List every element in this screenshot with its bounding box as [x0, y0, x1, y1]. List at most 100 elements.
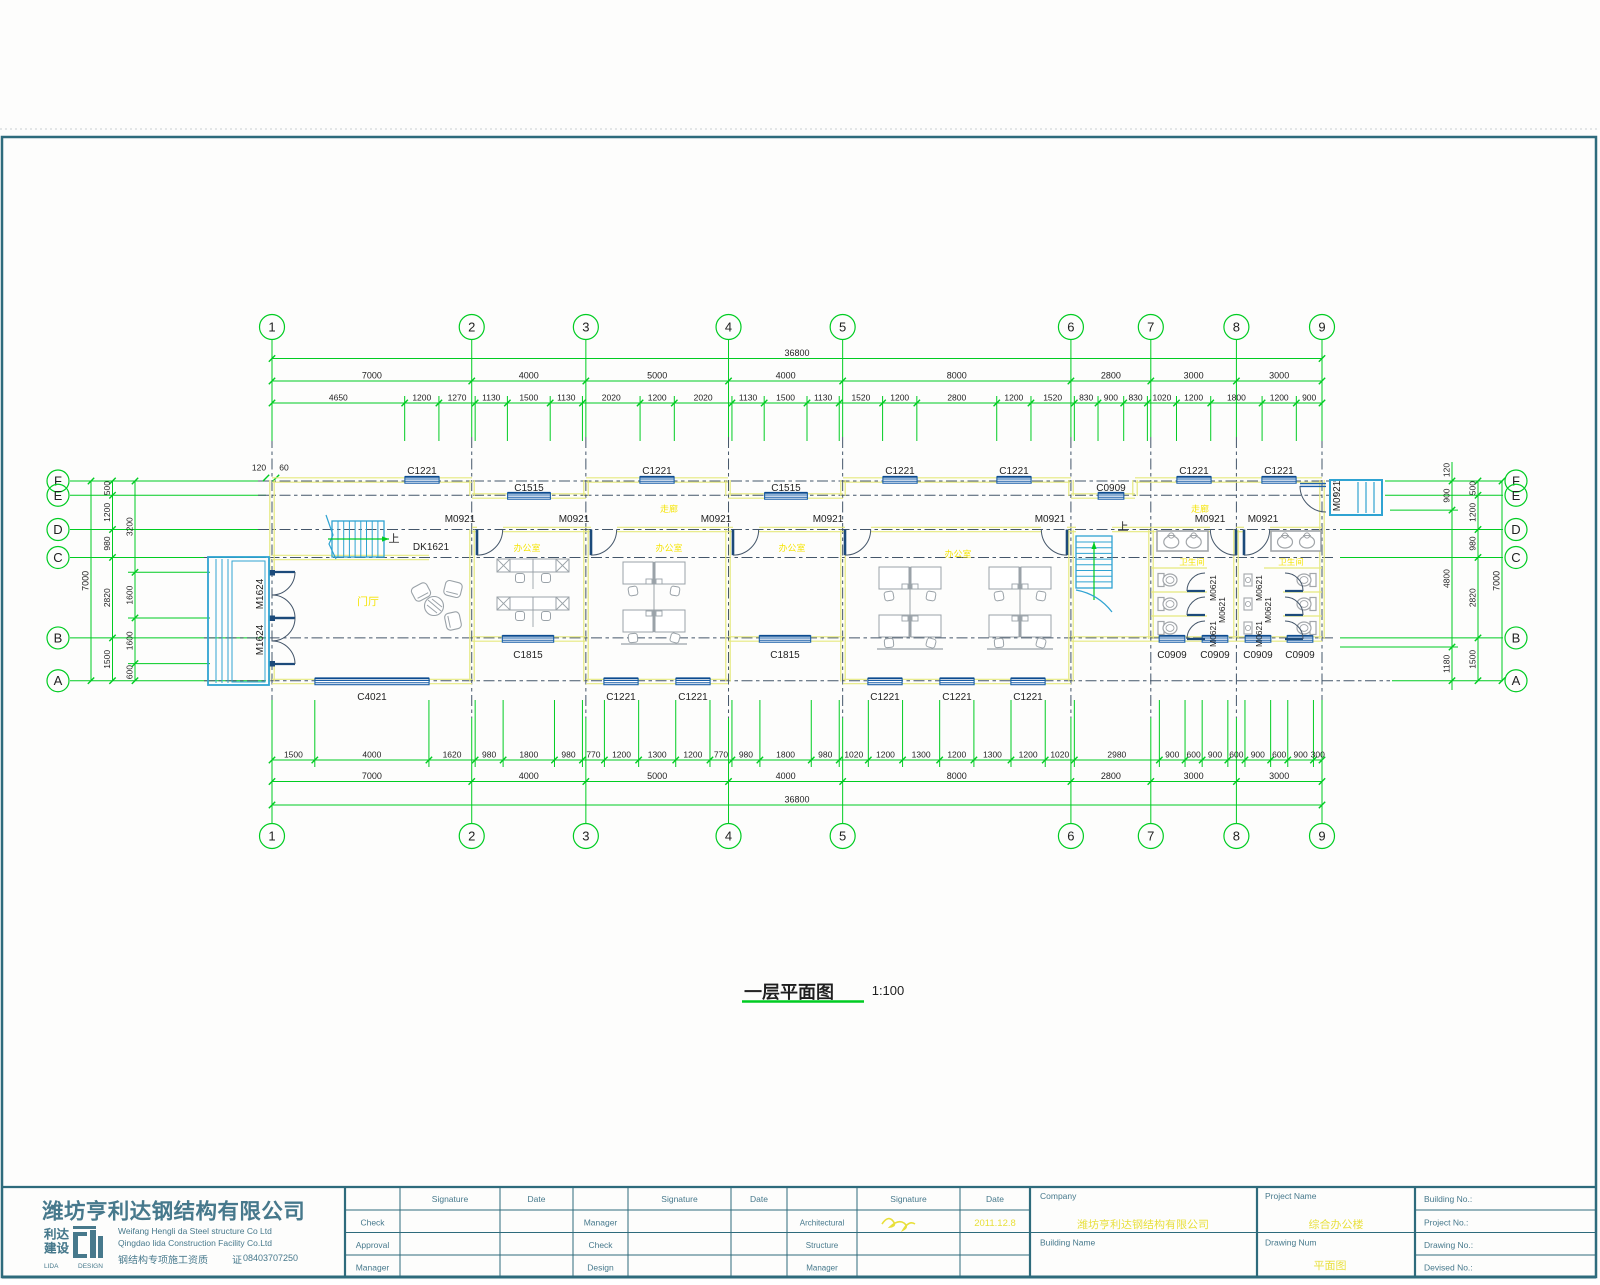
dim-tick: [1292, 399, 1301, 407]
cjk-glyph: [1187, 1219, 1198, 1230]
dim-tick: [1147, 777, 1155, 786]
dim-tick: [864, 756, 873, 764]
axis-bubble-bottom: [1308, 822, 1336, 850]
cjk-glyph: [1314, 1260, 1324, 1271]
urinal: [1243, 573, 1253, 587]
dim-tick: [578, 756, 587, 764]
chair: [925, 637, 937, 649]
dim-text: 1020: [844, 750, 863, 760]
urinal-drain: [1244, 624, 1252, 632]
dim-tick: [468, 377, 476, 385]
axis-bubble-left: [46, 626, 70, 650]
dim-text: 3000: [1269, 771, 1289, 781]
dim-tick: [724, 377, 733, 385]
axis-letter: A: [1512, 673, 1521, 688]
cjk-glyph: [198, 1254, 208, 1264]
drawing-title: 1:100: [742, 983, 905, 1003]
chair: [883, 637, 895, 649]
tb-header: Date: [528, 1194, 546, 1204]
desk: [509, 558, 534, 573]
cjk-glyph: [1121, 1219, 1132, 1230]
dim-text: 4800: [1442, 569, 1452, 588]
tb-header: Date: [750, 1194, 768, 1204]
tb-logo-cn: [43, 1241, 70, 1254]
chair: [515, 611, 525, 621]
dim-tick: [913, 399, 921, 407]
dim-tick: [131, 477, 139, 485]
dim-text: 1520: [851, 393, 870, 403]
chair: [669, 585, 681, 597]
desk: [1020, 566, 1052, 590]
dim-text: 5000: [647, 771, 667, 781]
axis-letter: F: [54, 474, 62, 489]
room-label: [1278, 557, 1304, 566]
dim-tick: [1318, 777, 1326, 786]
dim-text: 980: [561, 750, 575, 760]
dim-text: 1800: [1227, 393, 1246, 403]
dim-tick: [898, 756, 907, 764]
dim-text: 1200: [1019, 750, 1038, 760]
toilet-bowl: [1162, 597, 1178, 611]
cabinet-x: [496, 558, 511, 573]
cjk-glyph: [64, 1199, 85, 1221]
monitor: [1021, 615, 1029, 622]
door-label: M0921: [1248, 514, 1279, 525]
dim-tick: [1474, 553, 1482, 562]
cjk-glyph: [168, 1254, 178, 1264]
door-swing: [271, 640, 296, 665]
table-hatch: [431, 598, 443, 608]
room-label: [1179, 557, 1205, 566]
dim-tick: [503, 399, 512, 407]
cjk-glyph: [1077, 1219, 1088, 1230]
cjk-glyph: [56, 1241, 70, 1254]
cabinet-x: [496, 596, 511, 611]
dim-tick: [499, 756, 507, 764]
dim-tick: [706, 756, 714, 764]
room-label: [655, 543, 683, 552]
axis-number: 6: [1067, 320, 1074, 335]
drawing-title-text: [744, 983, 833, 1001]
dim-tick: [1284, 756, 1292, 764]
cjk-glyph: [232, 1255, 242, 1264]
door-label: M0921: [1332, 480, 1343, 511]
door-label: M0921: [559, 514, 590, 525]
armchair-front: [447, 615, 451, 628]
cjk-glyph: [1143, 1219, 1154, 1230]
stairs: [207, 479, 1383, 686]
cjk-glyph: [1197, 557, 1205, 566]
cjk-glyph: [1319, 1219, 1331, 1230]
cjk-glyph: [513, 543, 523, 552]
cjk-glyph: [1287, 557, 1295, 566]
tb-header: Signature: [890, 1194, 927, 1204]
dim-tick: [1198, 756, 1206, 764]
chair: [1035, 637, 1047, 649]
desk: [654, 561, 686, 585]
stall-door-swing: [1284, 620, 1304, 640]
axis-number: 5: [839, 829, 846, 844]
monitor: [1011, 583, 1019, 590]
dim-tick: [1007, 756, 1015, 764]
desk: [654, 609, 686, 633]
cjk-glyph: [86, 1199, 107, 1221]
dim-text: 600: [1272, 750, 1286, 760]
dim-tick: [1448, 477, 1456, 485]
cjk-glyph: [195, 1200, 217, 1221]
toilet-bowl: [1296, 573, 1312, 587]
cjk-glyph: [56, 1227, 70, 1240]
axis-bubble-left: [46, 483, 70, 507]
dim-text: 7000: [362, 771, 382, 781]
window-label: C1815: [770, 650, 800, 661]
dim-text: 7000: [362, 371, 382, 381]
dim-text: 900: [1302, 393, 1316, 403]
toilet-bowl-inner: [1299, 624, 1309, 632]
cjk-glyph: [660, 504, 669, 513]
window-C1815: [501, 635, 555, 643]
axis-letter: C: [1511, 550, 1520, 565]
dim-tick: [400, 399, 409, 407]
dim-text: 600: [125, 665, 135, 679]
axis-number: 7: [1147, 320, 1154, 335]
dim-text: 1130: [482, 393, 501, 403]
drawing-scale-text: 1:100: [872, 983, 905, 998]
